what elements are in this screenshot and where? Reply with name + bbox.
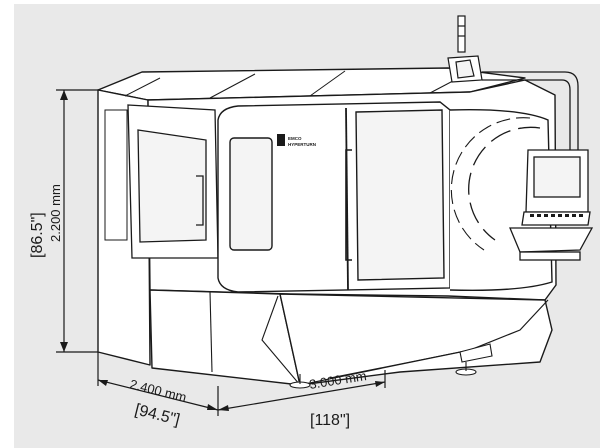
base-left [149, 289, 301, 386]
control-arm [482, 71, 579, 160]
left-door-handle [196, 175, 204, 226]
control-panel [509, 149, 594, 261]
width-dimension-line [217, 381, 386, 411]
depth-dimension-line [97, 379, 219, 411]
logo-line1: EMCO [288, 136, 302, 141]
width-imperial-label: [118"] [310, 412, 350, 429]
left-door-window [137, 129, 207, 243]
front-doors [217, 101, 451, 293]
dimension-lines [56, 89, 386, 416]
front-door-small-window [229, 137, 273, 251]
signal-tower [447, 15, 483, 83]
height-imperial-label: [86.5"] [29, 212, 46, 258]
front-door-handle [345, 149, 352, 261]
height-metric-label: 2.200 mm [48, 184, 63, 242]
control-keypad [521, 211, 591, 226]
base-details [209, 291, 549, 386]
control-screen [533, 156, 581, 198]
left-door [127, 104, 219, 259]
front-door-window [355, 109, 445, 281]
machine-logo: EMCO HYPERTURN [277, 134, 316, 147]
machine-feet [289, 362, 477, 389]
side-panel-recess [104, 109, 128, 241]
dimension-arrows [60, 90, 385, 411]
logo-line2: HYPERTURN [288, 142, 316, 147]
